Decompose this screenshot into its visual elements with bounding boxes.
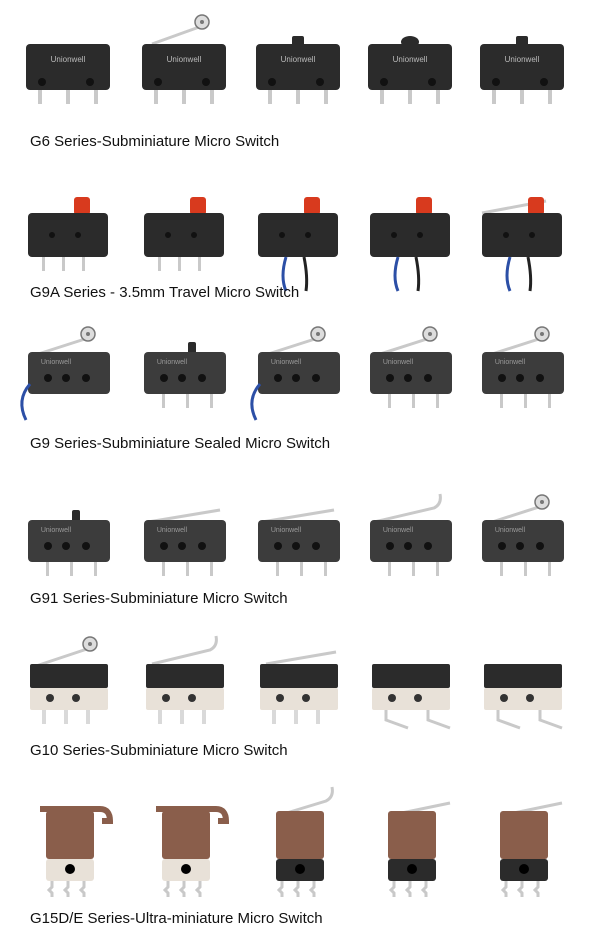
switch-photo-red-button-wire — [246, 177, 356, 292]
svg-text:Unionwell: Unionwell — [41, 527, 72, 534]
section-caption: G9 Series-Subminiature Sealed Micro Swit… — [30, 435, 331, 452]
svg-text:Unionwell: Unionwell — [383, 527, 414, 534]
svg-text:Unionwell: Unionwell — [505, 55, 540, 64]
svg-text:Unionwell: Unionwell — [167, 55, 202, 64]
switch-row: Unionwell Unionwell Unionwell Unionwell Unio… — [8, 312, 592, 427]
switch-photo-roller-lever: Unionwell — [132, 12, 242, 124]
switch-photo-button: Unionwell — [246, 12, 356, 124]
section-g10: G10 Series-Subminiature Micro Switch — [0, 614, 600, 769]
switch-row — [8, 622, 592, 737]
section-g9a: G9A Series - 3.5mm Travel Micro Switch — [0, 155, 600, 307]
svg-text:Unionwell: Unionwell — [51, 55, 86, 64]
switch-photo-simulated-roller-lever: Unionwell — [358, 476, 468, 588]
switch-photo-long-roller-lever: Unionwell — [358, 312, 468, 424]
switch-photo-hook-lever — [16, 783, 126, 897]
svg-text:Unionwell: Unionwell — [393, 55, 428, 64]
section-caption: G10 Series-Subminiature Micro Switch — [30, 742, 288, 759]
section-caption: G15D/E Series-Ultra-miniature Micro Swit… — [30, 910, 323, 927]
switch-photo-pin-plunger: Unionwell — [16, 12, 126, 124]
switch-photo-right-angle — [358, 622, 468, 734]
svg-text:Unionwell: Unionwell — [271, 359, 302, 366]
switch-photo-red-button-pcb — [132, 177, 242, 289]
svg-text:Unionwell: Unionwell — [41, 359, 72, 366]
switch-row: Unionwell Unionwell Unionwell Unionwell Unio… — [8, 476, 592, 586]
svg-text:Unionwell: Unionwell — [157, 527, 188, 534]
switch-photo-right-angle — [470, 622, 580, 734]
section-g9: Unionwell Unionwell Unionwell Unionwell Unio… — [0, 307, 600, 462]
section-caption: G9A Series - 3.5mm Travel Micro Switch — [30, 284, 300, 301]
switch-photo-simulated-roller-lever — [132, 622, 242, 734]
svg-text:Unionwell: Unionwell — [383, 359, 414, 366]
switch-photo-red-button-lever-wire — [470, 177, 580, 292]
switch-photo-round-button: Unionwell — [358, 12, 468, 124]
switch-photo-hook-lever — [132, 783, 242, 897]
switch-photo-hinge-lever — [246, 622, 356, 734]
switch-photo-simulated-roller-lever — [246, 783, 356, 897]
switch-photo-roller-lever-wire: Unionwell — [246, 312, 356, 424]
switch-photo-long-hinge-lever: Unionwell — [246, 476, 356, 588]
switch-photo-roller-lever — [16, 622, 126, 734]
switch-photo-hinge-lever: Unionwell — [132, 476, 242, 588]
switch-photo-pin-plunger: Unionwell — [132, 312, 242, 424]
switch-row — [8, 783, 592, 903]
switch-photo-square-button: Unionwell — [470, 12, 580, 124]
svg-text:Unionwell: Unionwell — [157, 359, 188, 366]
switch-photo-red-button-pcb — [16, 177, 126, 289]
switch-photo-roller-lever: Unionwell — [470, 476, 580, 588]
switch-row: Unionwell Unionwell Unionwell Unionwell Unio… — [8, 12, 592, 117]
section-g15: G15D/E Series-Ultra-miniature Micro Swit… — [0, 769, 600, 941]
section-caption: G6 Series-Subminiature Micro Switch — [30, 133, 280, 150]
svg-text:Unionwell: Unionwell — [495, 359, 526, 366]
section-g91: Unionwell Unionwell Unionwell Unionwell Unio… — [0, 462, 600, 614]
switch-photo-pin-plunger: Unionwell — [16, 476, 126, 588]
switch-photo-long-roller-lever: Unionwell — [470, 312, 580, 424]
switch-photo-hinge-lever — [358, 783, 468, 897]
switch-photo-roller-lever-wire: Unionwell — [16, 312, 126, 424]
svg-text:Unionwell: Unionwell — [495, 527, 526, 534]
svg-text:Unionwell: Unionwell — [281, 55, 316, 64]
section-caption: G91 Series-Subminiature Micro Switch — [30, 590, 288, 607]
switch-row — [8, 177, 592, 292]
svg-text:Unionwell: Unionwell — [271, 527, 302, 534]
switch-photo-red-button-wire — [358, 177, 468, 292]
section-g6: Unionwell Unionwell Unionwell Unionwell Unio… — [0, 0, 600, 155]
switch-photo-hinge-lever — [470, 783, 580, 897]
